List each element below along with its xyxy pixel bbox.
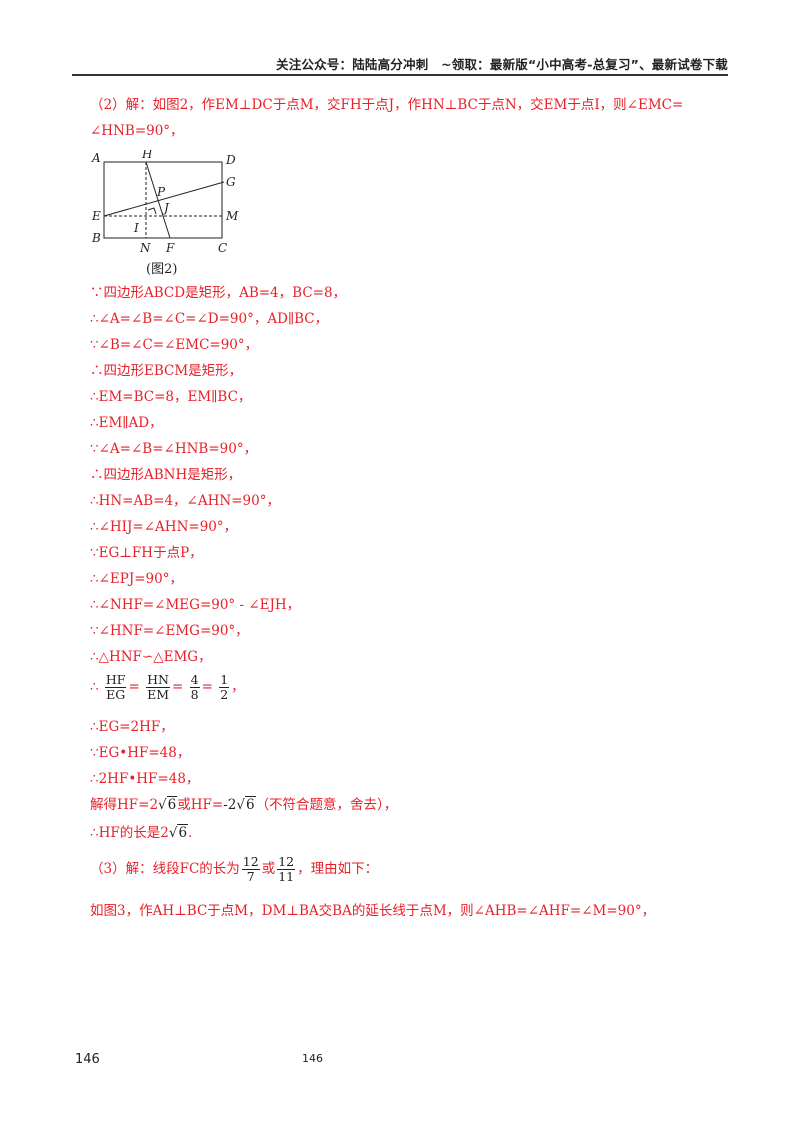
proof-line-13: ∴∠NHF=∠MEG=90° - ∠EJH， xyxy=(90,597,301,613)
proof-line-16: ∴EG=2HF， xyxy=(90,719,174,735)
proof-line-8: ∴四边形ABNH是矩形， xyxy=(90,467,242,483)
proof-line-9: ∴HN=AB=4，∠AHN=90°， xyxy=(90,493,280,509)
proof-line-1: ∵四边形ABCD是矩形，AB=4，BC=8， xyxy=(90,285,347,301)
header-text: 关注公众号：陆陆高分冲刺 ~领取：最新版“小中高考-总复习”、最新试卷下载 xyxy=(276,57,728,72)
proof-line-7: ∵∠A=∠B=∠HNB=90°， xyxy=(90,441,258,457)
ratio-prefix: ∴ xyxy=(90,679,99,695)
proof-line-3: ∵∠B=∠C=∠EMC=90°， xyxy=(90,337,259,353)
label-E: E xyxy=(91,209,101,223)
label-H: H xyxy=(141,150,153,161)
sqrt-6-answer: √6 xyxy=(168,824,189,841)
proof-line-14: ∵∠HNF=∠EMG=90°， xyxy=(90,623,249,639)
label-F: F xyxy=(165,241,175,255)
part2-intro-line1: （2）解：如图2，作EM⊥DC于点M，交FH于点J，作HN⊥BC于点N，交EM于… xyxy=(90,97,684,113)
label-G: G xyxy=(226,175,236,189)
solve-line: 解得HF=2√6或HF=-2√6（不符合题意，舍去）， xyxy=(90,796,398,813)
sqrt-6-neg: √6 xyxy=(236,796,256,813)
proof-line-10: ∴∠HIJ=∠AHN=90°， xyxy=(90,519,238,535)
label-C: C xyxy=(218,241,227,255)
proof-line-18: ∴2HF•HF=48， xyxy=(90,771,200,787)
proof-line-12: ∴∠EPJ=90°， xyxy=(90,571,183,587)
answer-line: ∴HF的长是2√6. xyxy=(90,824,193,841)
proof-line-5: ∴EM=BC=8，EM∥BC， xyxy=(90,389,252,405)
proof-line-15: ∴△HNF∽△EMG， xyxy=(90,649,212,665)
part2-intro-line2: ∠HNB=90°， xyxy=(90,123,184,139)
proof-line-11: ∵EG⊥FH于点P， xyxy=(90,545,203,561)
part3-construction-line: 如图3，作AH⊥BC于点M，DM⊥BA交BA的延长线于点M，则∠AHB=∠AHF… xyxy=(90,903,656,919)
proof-line-2: ∴∠A=∠B=∠C=∠D=90°，AD∥BC， xyxy=(90,311,329,327)
page-number-center: 146 xyxy=(302,1052,323,1065)
proof-line-17: ∵EG•HF=48， xyxy=(90,745,191,761)
figure-caption: (图2) xyxy=(146,262,178,277)
proof-line-4: ∴四边形EBCM是矩形， xyxy=(90,363,243,379)
label-N: N xyxy=(139,241,151,255)
label-I: I xyxy=(133,221,139,235)
label-B: B xyxy=(91,231,101,245)
sqrt-6: √6 xyxy=(158,796,178,813)
page-header: 关注公众号：陆陆高分冲刺 ~领取：最新版“小中高考-总复习”、最新试卷下载 xyxy=(72,46,728,76)
label-D: D xyxy=(225,153,236,167)
proof-line-6: ∴EM∥AD， xyxy=(90,415,163,431)
figure-2-diagram: A H D G P E J M I B N F C xyxy=(91,150,239,255)
label-M: M xyxy=(225,209,239,223)
label-J: J xyxy=(161,201,170,215)
page-number-left: 146 xyxy=(75,1052,100,1067)
label-P: P xyxy=(156,185,166,199)
label-A: A xyxy=(91,151,101,165)
